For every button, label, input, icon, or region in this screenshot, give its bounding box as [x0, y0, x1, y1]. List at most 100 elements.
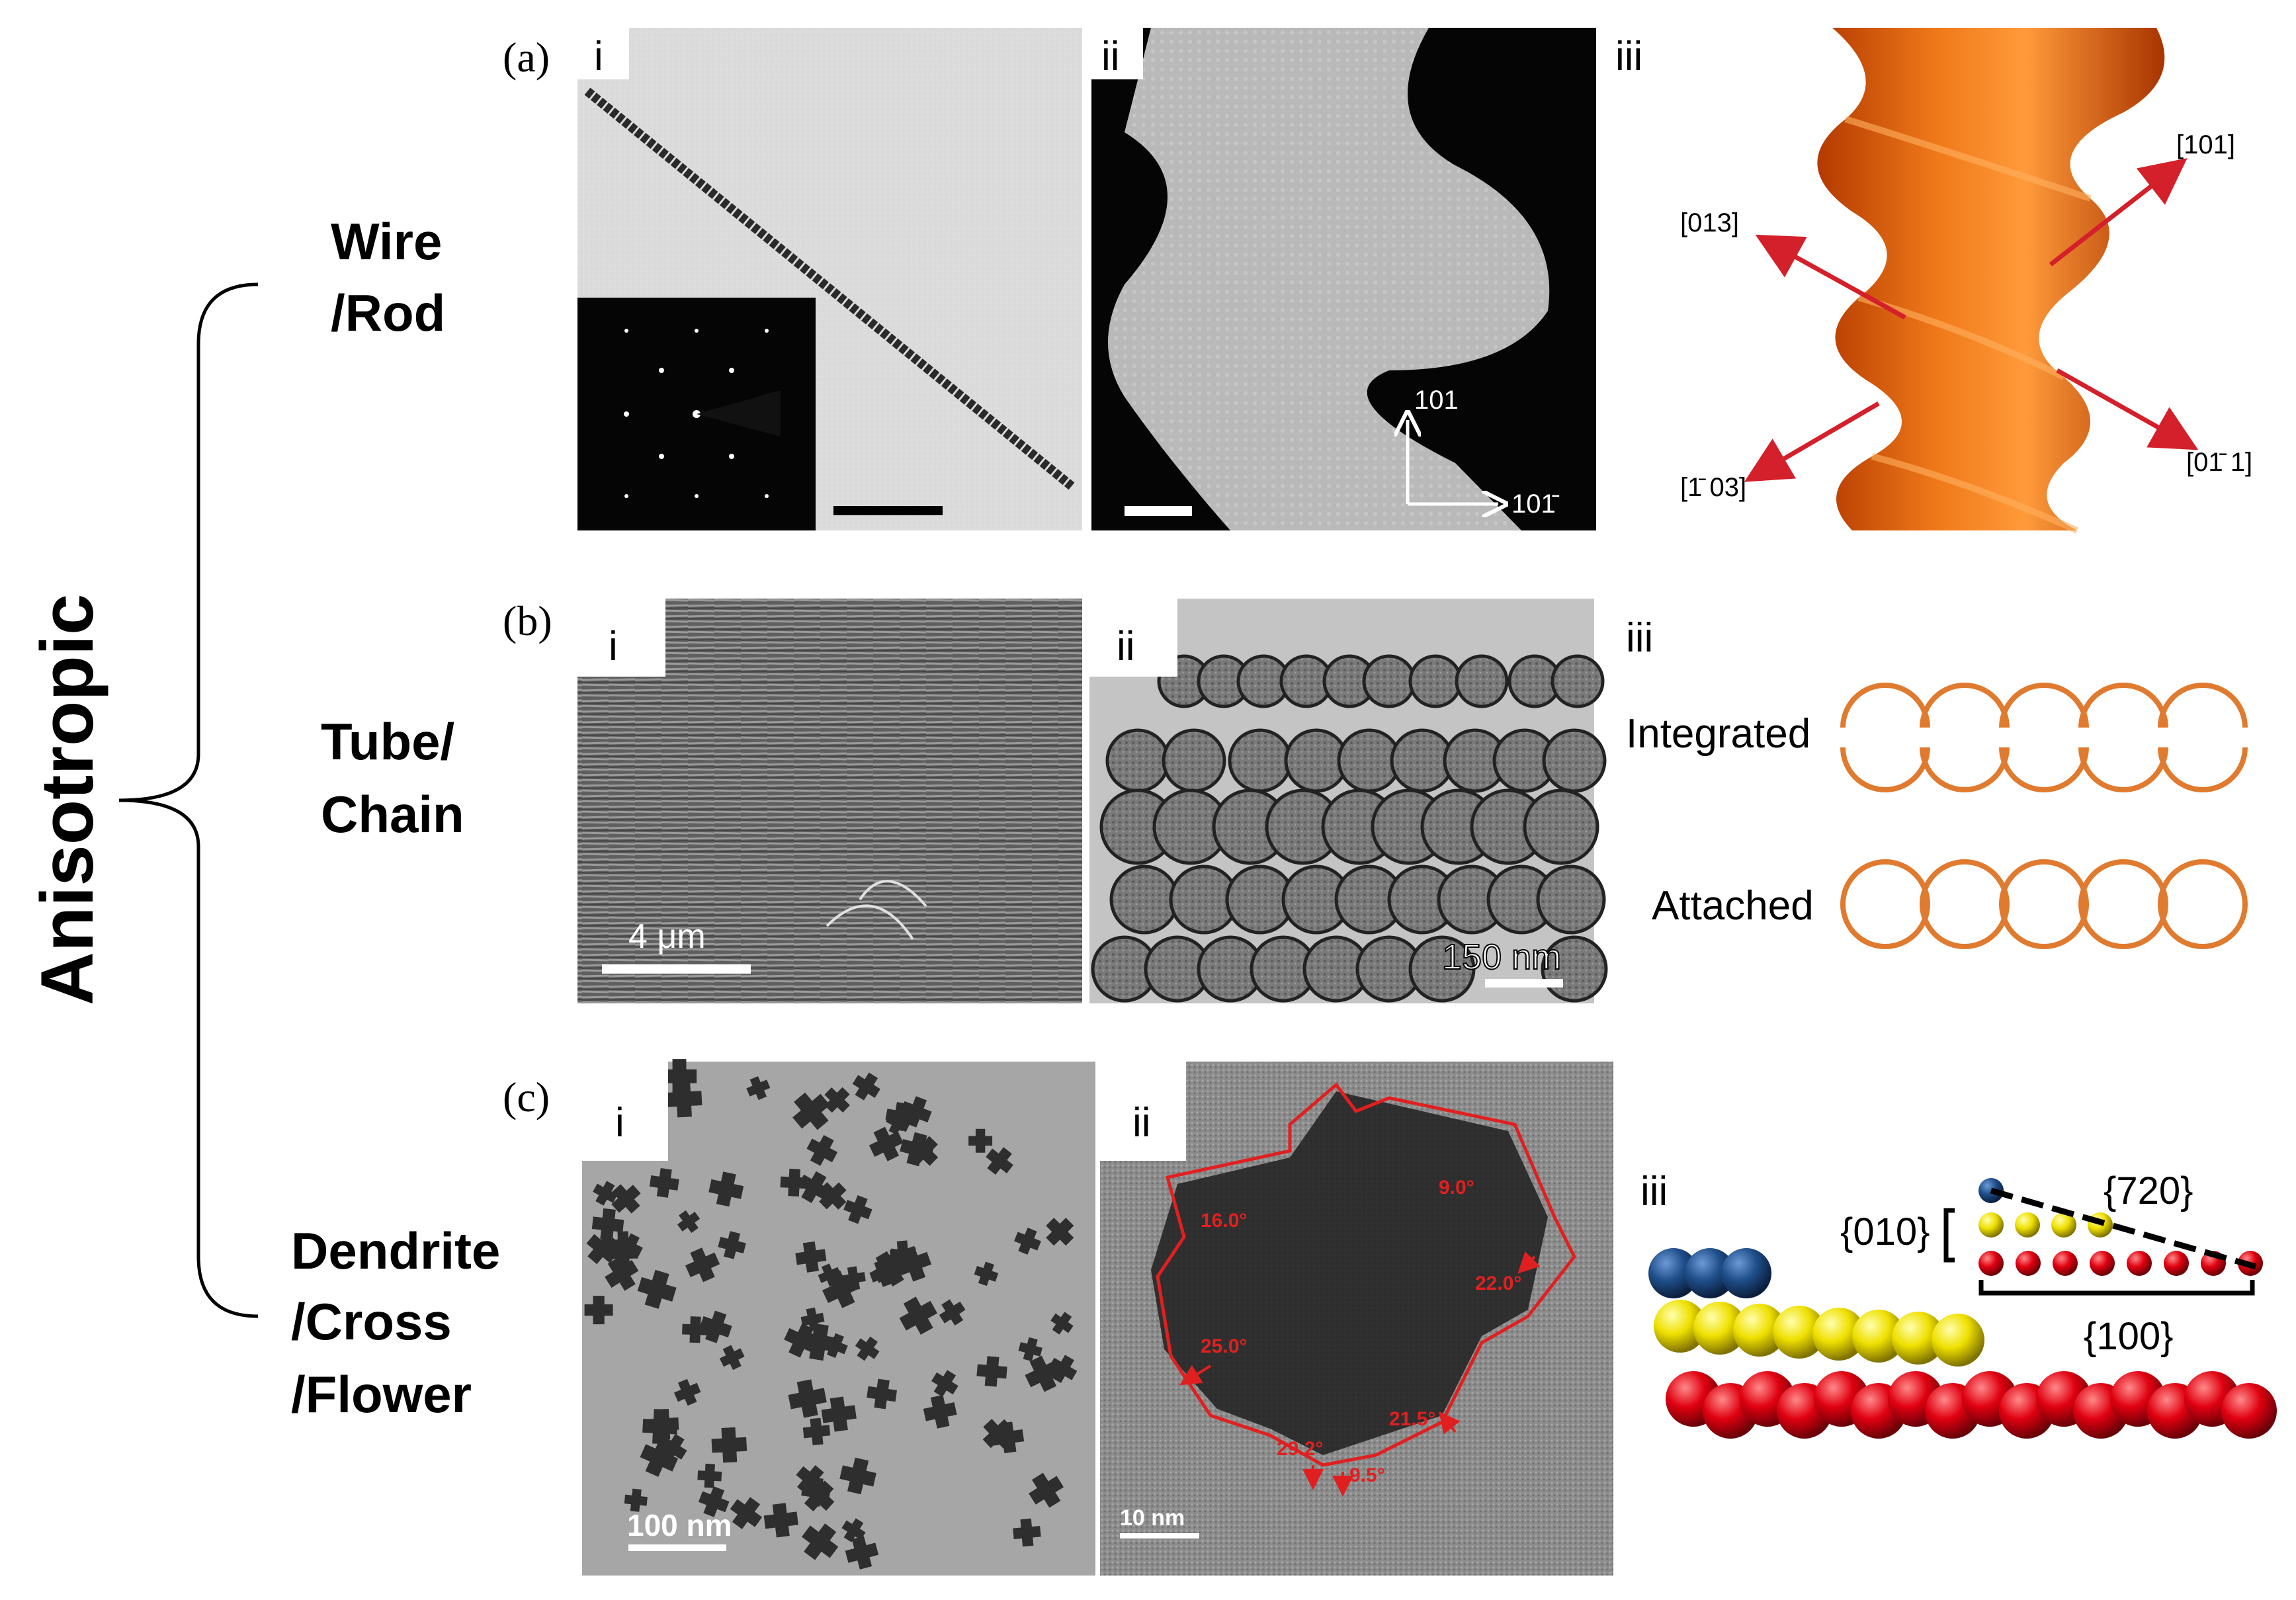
- scale-bar-b-ii: [1485, 979, 1563, 988]
- flower-particle: [839, 1457, 876, 1495]
- direction-label-013: [013]: [1680, 208, 1739, 237]
- scale-bar-c-i: [628, 1544, 726, 1551]
- flower-particle: [801, 1477, 831, 1507]
- flower-particle: [648, 1408, 679, 1440]
- flower-particle: [819, 1182, 847, 1210]
- subpanel-label-a-i: i: [594, 34, 603, 79]
- flower-particle: [939, 1299, 966, 1326]
- attached-ring: [1999, 859, 2089, 949]
- flower-particle: [821, 1396, 857, 1432]
- chain-particle: [1455, 654, 1509, 708]
- panel-a-iii-3d-model: iii [101] [013] [1̄ 03] [01̄ 1]: [1615, 28, 2252, 534]
- blue-sphere: [1721, 1248, 1771, 1298]
- scale-bar-a-i: [833, 506, 943, 515]
- flower-particle: [584, 1296, 613, 1325]
- blue-sphere: [1685, 1248, 1735, 1298]
- flower-particle: [802, 1417, 831, 1446]
- integrated-arc-top: [2158, 683, 2248, 728]
- flower-particle: [719, 1345, 745, 1370]
- axis-label-10-1bar: 101̄: [1511, 489, 1560, 519]
- flower-particle: [792, 1092, 830, 1130]
- chain-particle: [1408, 935, 1476, 1003]
- integrated-arc-bottom: [2078, 747, 2168, 792]
- row-label-tube-chain: Tube/ Chain: [321, 712, 464, 843]
- integrated-arc-top: [1920, 683, 2010, 728]
- flower-particle: [593, 1181, 618, 1206]
- flower-particle: [845, 1536, 879, 1570]
- flower-particle: [685, 1247, 720, 1283]
- yellow-sphere: [1892, 1312, 1945, 1365]
- integrated-chain: [1840, 683, 2248, 792]
- flower-particle: [923, 1394, 957, 1429]
- svg-text:Tube/: Tube/: [321, 712, 454, 771]
- integrated-label: Integrated: [1626, 711, 1810, 757]
- flower-particle: [800, 1307, 825, 1331]
- panel-c-i-tem-image: i 100 nm: [582, 1059, 1095, 1576]
- panel-a-ii-hrtem-image: 101 101̄ ii: [1091, 28, 1596, 530]
- chain-particle: [1408, 654, 1463, 708]
- inset-yellow-sphere: [1978, 1212, 2004, 1238]
- svg-text:Wire: Wire: [331, 212, 442, 271]
- flower-particle: [822, 1270, 861, 1308]
- inset-dashed-line: [1990, 1187, 2257, 1270]
- scale-label-c-ii: 10 nm: [1120, 1505, 1185, 1531]
- flower-particle: [1013, 1518, 1041, 1547]
- flower-particle: [992, 1421, 1025, 1454]
- angle-label-1: 16.0°: [1201, 1210, 1247, 1232]
- yellow-sphere: [1773, 1306, 1826, 1359]
- chain-particle: [1228, 728, 1293, 793]
- axis-label-101: 101: [1414, 386, 1459, 415]
- svg-text:/Flower: /Flower: [291, 1365, 472, 1423]
- flower-particle: [968, 1128, 993, 1153]
- flower-particle: [855, 1336, 880, 1361]
- flower-particle: [824, 1087, 850, 1113]
- subpanel-label-b-i: i: [609, 624, 618, 669]
- yellow-sphere: [1654, 1300, 1707, 1353]
- panel-c-ii-hrtem-image: ii 16.0° 9.0° 22.0° 25.0° 21.5° 29.2° 9.…: [1100, 1062, 1613, 1576]
- attached-label: Attached: [1652, 883, 1814, 929]
- facet-label-100: {100}: [2084, 1315, 2174, 1358]
- flower-particle: [677, 1210, 701, 1234]
- flower-particle: [1014, 1228, 1041, 1255]
- flower-particle: [986, 1147, 1013, 1175]
- panel-b-ii-tem-image: ii 150 nm: [1089, 599, 1608, 1003]
- flower-particle: [931, 1370, 958, 1397]
- integrated-arc-bottom: [1920, 747, 2010, 792]
- cross-outline: [1156, 1082, 1576, 1467]
- flower-particle: [852, 1072, 880, 1101]
- flower-particle: [591, 1208, 624, 1241]
- twisted-wire-body: [1817, 28, 2165, 530]
- cross-particle: [1151, 1091, 1548, 1455]
- flower-particle: [1048, 1355, 1078, 1384]
- row-label-dendrite: Dendrite /Cross /Flower: [291, 1222, 500, 1423]
- facet-label-010: {010}: [1840, 1210, 1930, 1253]
- inset-red-sphere: [2016, 1251, 2041, 1276]
- integrated-arc-bottom: [1999, 747, 2089, 792]
- chain-particle: [1105, 728, 1170, 793]
- attached-ring: [2158, 859, 2248, 949]
- flower-particle: [806, 1134, 838, 1166]
- bracket-010: [1943, 1208, 1955, 1263]
- integrated-arc-top: [1999, 683, 2089, 728]
- svg-text:/Rod: /Rod: [331, 284, 445, 342]
- flower-particle: [800, 1323, 838, 1361]
- flower-particle: [711, 1427, 747, 1463]
- direction-label-m103: [1̄ 03]: [1680, 473, 1746, 502]
- row-label-wire-rod: Wire /Rod: [331, 212, 445, 342]
- angle-label-6: 29.2°: [1277, 1438, 1323, 1460]
- flower-particle: [976, 1356, 1007, 1387]
- panel-b-i-sem-image: i 4 μm: [577, 599, 1082, 1003]
- chain-particle: [1523, 788, 1599, 865]
- angle-label-3: 22.0°: [1475, 1273, 1521, 1294]
- direction-label-101: [101]: [2176, 130, 2235, 159]
- attached-ring: [1920, 859, 2010, 949]
- flower-particle: [699, 1310, 732, 1343]
- red-sphere: [2221, 1383, 2277, 1439]
- subpanel-label-a-ii: ii: [1101, 34, 1120, 79]
- direction-label-0m11: [01̄ 1]: [2186, 448, 2252, 477]
- flower-particle: [718, 1231, 746, 1259]
- flower-particle: [746, 1076, 771, 1101]
- integrated-arc-bottom: [1840, 747, 1930, 792]
- yellow-sphere: [1812, 1308, 1865, 1361]
